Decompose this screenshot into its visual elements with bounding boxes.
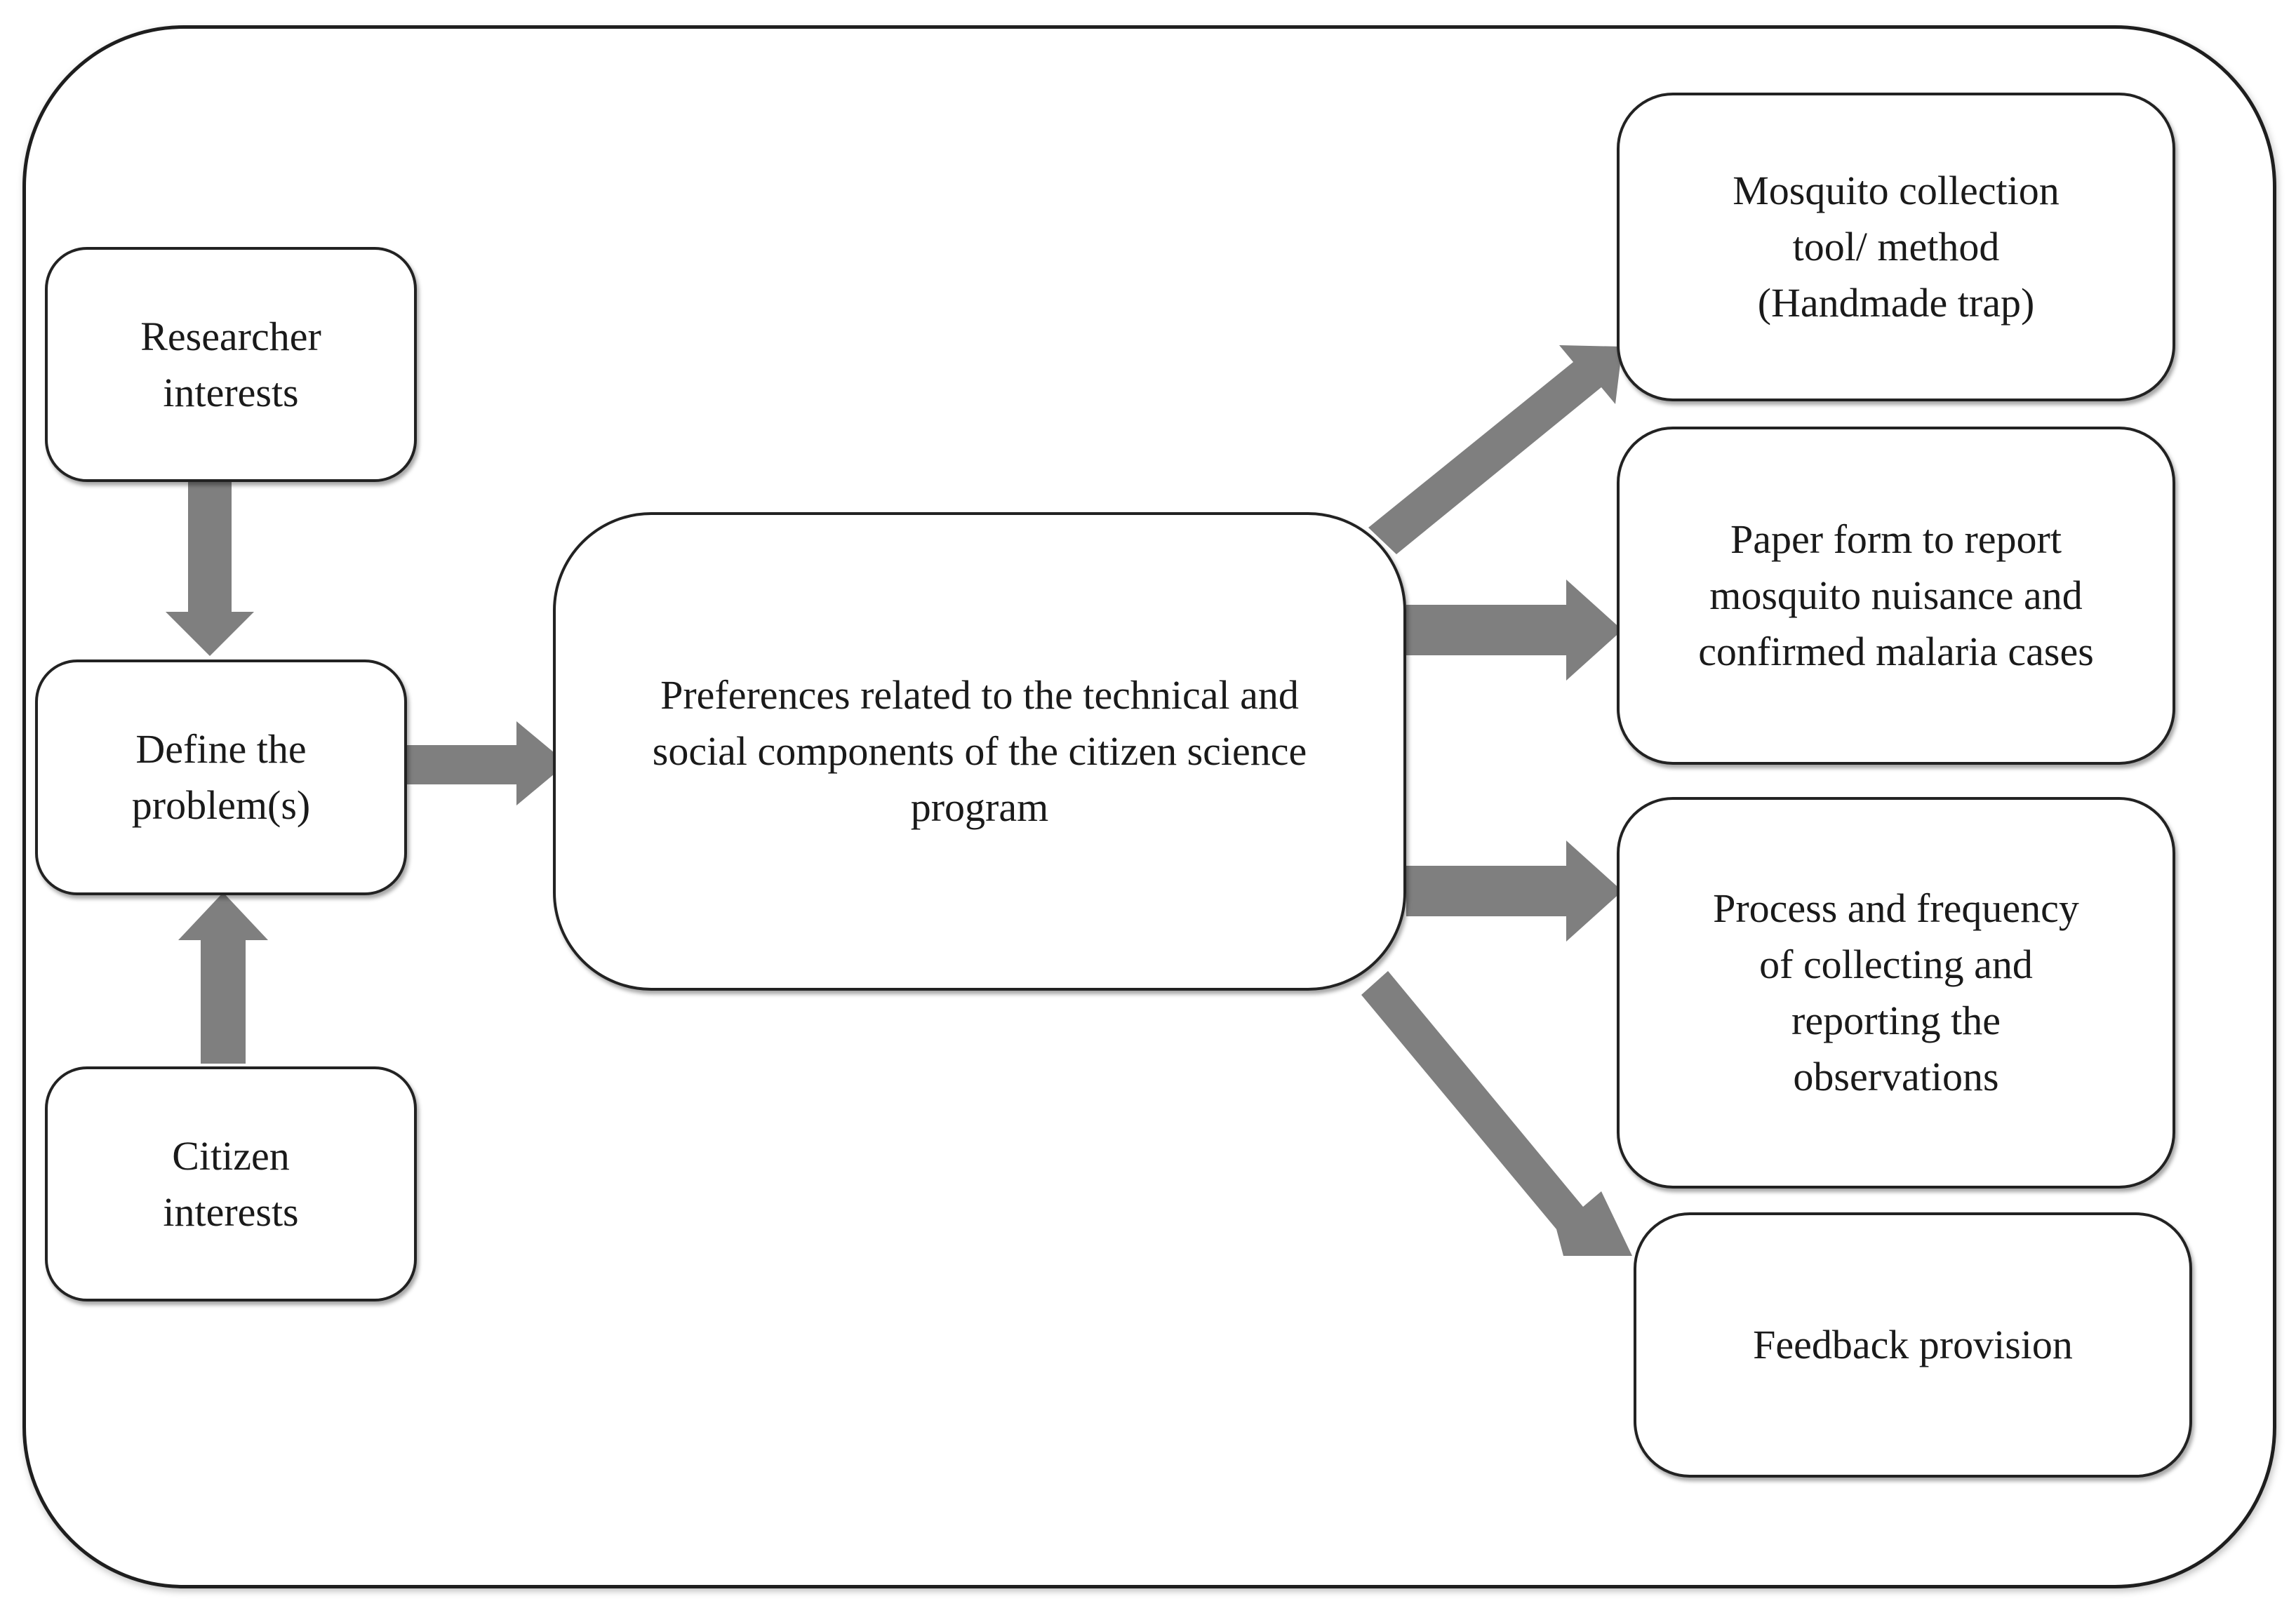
- process-frequency-label: Process and frequency of collecting and …: [1713, 885, 2079, 1099]
- paper-form-label: Paper form to report mosquito nuisance a…: [1698, 516, 2094, 674]
- arrow-preferences-to-mosquito: [1368, 345, 1622, 554]
- arrow-define-to-preferences: [407, 721, 567, 805]
- preferences-node: Preferences related to the technical and…: [553, 512, 1406, 991]
- feedback-provision-label: Feedback provision: [1753, 1322, 2073, 1367]
- preferences-label: Preferences related to the technical and…: [652, 672, 1307, 830]
- process-frequency-node: Process and frequency of collecting and …: [1617, 797, 2175, 1189]
- mosquito-collection-label: Mosquito collection tool/ method (Handma…: [1733, 168, 2060, 326]
- arrow-citizen-to-define: [178, 892, 268, 1064]
- outer-frame: [22, 25, 2276, 1588]
- citizen-interests-node: Citizen interests: [45, 1066, 417, 1301]
- paper-form-node: Paper form to report mosquito nuisance a…: [1617, 427, 2175, 765]
- arrow-preferences-to-paper-form: [1406, 580, 1622, 681]
- arrow-preferences-to-process: [1406, 841, 1622, 942]
- citizen-interests-label: Citizen interests: [163, 1132, 299, 1235]
- researcher-interests-label: Researcher interests: [140, 313, 321, 415]
- mosquito-collection-node: Mosquito collection tool/ method (Handma…: [1617, 93, 2175, 401]
- feedback-provision-node: Feedback provision: [1634, 1212, 2192, 1478]
- arrow-preferences-to-feedback: [1361, 971, 1632, 1256]
- researcher-interests-node: Researcher interests: [45, 247, 417, 482]
- define-problem-node: Define the problem(s): [35, 660, 407, 895]
- arrow-researcher-to-define: [166, 482, 254, 656]
- define-problem-label: Define the problem(s): [131, 726, 311, 828]
